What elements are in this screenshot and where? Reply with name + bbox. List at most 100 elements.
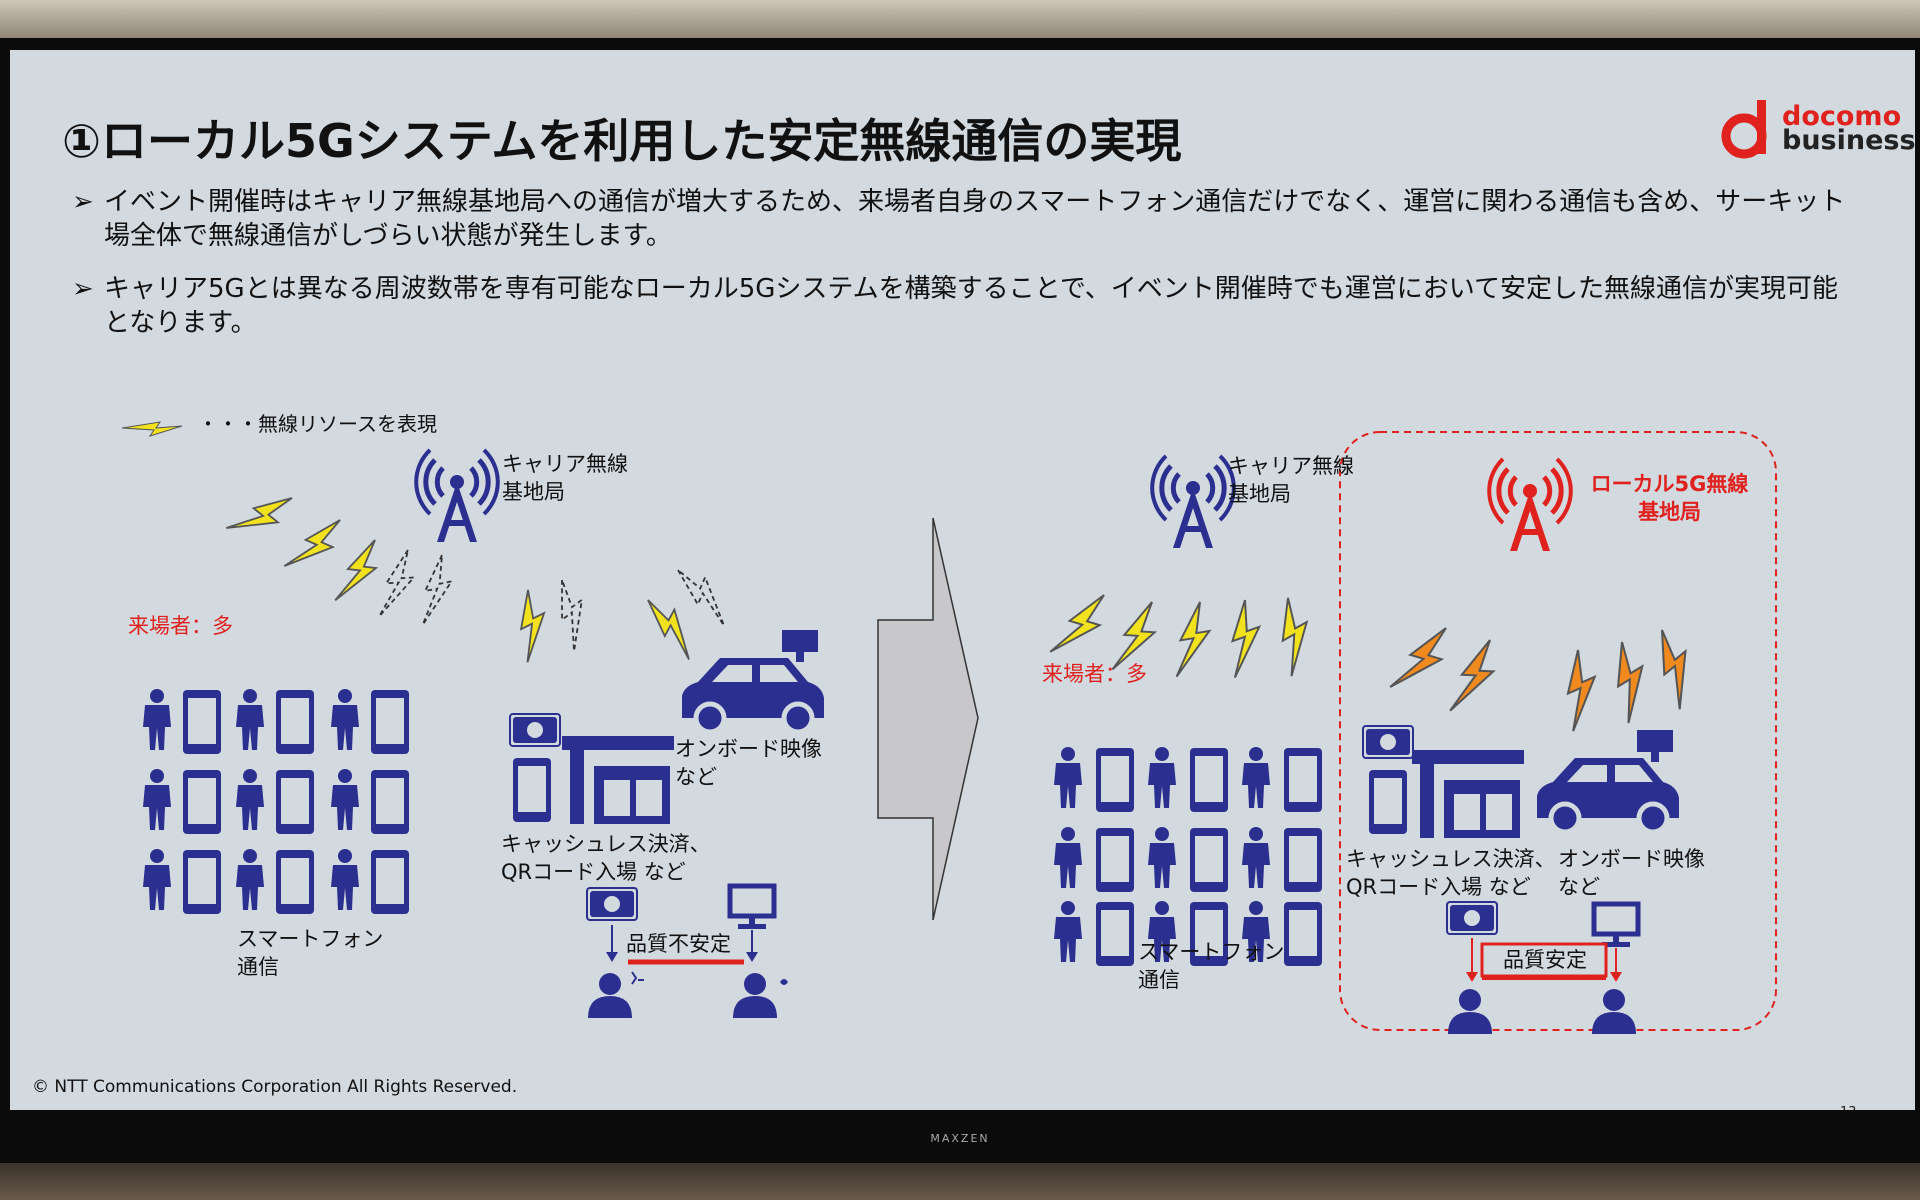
smartphone-icon bbox=[1096, 748, 1134, 812]
smartphone-icon bbox=[276, 770, 314, 834]
carrier-tower-icon bbox=[416, 450, 498, 542]
cash-icon bbox=[1446, 901, 1498, 935]
smartphone-icon bbox=[1369, 770, 1407, 834]
right-quality-label: 品質安定 bbox=[1503, 948, 1587, 972]
smartphone-icon bbox=[276, 690, 314, 754]
logo-line-1: docomo bbox=[1782, 101, 1902, 132]
right-onboard-label: オンボード映像 など bbox=[1558, 845, 1705, 901]
smartphone-icon bbox=[1284, 902, 1322, 966]
monitor-brand: MAXZEN bbox=[930, 1132, 990, 1145]
smartphone-icon bbox=[371, 770, 409, 834]
user-icon bbox=[1448, 989, 1492, 1034]
person-icon bbox=[236, 689, 264, 750]
local-5g-tower-icon bbox=[1487, 457, 1573, 551]
legend-label: ・・・無線リソースを表現 bbox=[198, 412, 437, 436]
user-icon bbox=[733, 973, 777, 1018]
local-5g-boundary bbox=[1339, 431, 1777, 1031]
right-visitors-label: 来場者：多 bbox=[1042, 662, 1147, 686]
cash-icon bbox=[586, 887, 638, 921]
label-line: 基地局 bbox=[1638, 500, 1701, 524]
label-line: 通信 bbox=[237, 955, 279, 979]
car-camera-icon bbox=[682, 630, 824, 732]
label-line: オンボード映像 bbox=[1558, 847, 1705, 871]
person-icon bbox=[236, 769, 264, 830]
left-carrier-tower-label: キャリア無線 基地局 bbox=[502, 450, 628, 506]
label-line: 基地局 bbox=[502, 480, 565, 504]
left-visitors-label: 来場者：多 bbox=[128, 614, 233, 638]
diagram-graphics bbox=[121, 421, 1777, 1034]
smartphone-icon bbox=[183, 850, 221, 914]
monitor-icon bbox=[730, 886, 774, 929]
legend-lightning-icon bbox=[121, 421, 183, 437]
label-line: スマートフォン bbox=[1138, 940, 1285, 964]
right-cashless-label: キャッシュレス決済、 QRコード入場 など bbox=[1346, 845, 1556, 901]
smartphone-icon bbox=[1190, 828, 1228, 892]
right-local-5g-tower-label: ローカル5G無線 基地局 bbox=[1577, 470, 1762, 526]
person-icon bbox=[1242, 827, 1270, 888]
label-line: キャリア無線 bbox=[502, 452, 628, 476]
label-line: など bbox=[1558, 875, 1600, 899]
logo-text: docomo business bbox=[1782, 101, 1915, 154]
person-icon bbox=[143, 849, 171, 910]
person-icon bbox=[331, 689, 359, 750]
right-orange-lightning-group bbox=[1389, 616, 1710, 733]
slide-title: ①ローカル5Gシステムを利用した安定無線通信の実現 bbox=[62, 114, 1182, 168]
bullet-text: キャリア5Gとは異なる周波数帯を専有可能なローカル5Gシステムを構築することで、… bbox=[104, 274, 1839, 338]
left-onboard-label: オンボード映像 など bbox=[675, 735, 822, 791]
wall-background bbox=[0, 0, 1920, 40]
person-icon bbox=[1242, 747, 1270, 808]
user-icon bbox=[1592, 989, 1636, 1034]
transition-arrow bbox=[877, 517, 979, 921]
smartphone-icon bbox=[1284, 828, 1322, 892]
smartphone-icon bbox=[513, 758, 551, 822]
left-quality-label: 品質不安定 bbox=[626, 932, 731, 956]
person-icon bbox=[331, 769, 359, 830]
label-line: 通信 bbox=[1138, 968, 1180, 992]
label-line: オンボード映像 bbox=[675, 737, 822, 761]
user-icon bbox=[588, 973, 632, 1018]
label-line: など bbox=[675, 765, 717, 789]
smartphone-icon bbox=[1096, 828, 1134, 892]
person-icon bbox=[331, 849, 359, 910]
bullet-2: ➢ キャリア5Gとは異なる周波数帯を専有可能なローカル5Gシステムを構築すること… bbox=[72, 272, 1852, 340]
label-line: QRコード入場 など bbox=[1346, 875, 1531, 899]
bullet-marker: ➢ bbox=[72, 187, 94, 217]
label-line: 基地局 bbox=[1228, 482, 1291, 506]
quality-stable-box bbox=[1480, 942, 1608, 978]
page-number: 13 bbox=[1840, 1105, 1857, 1110]
left-crowd-grid bbox=[143, 689, 409, 914]
label-line: キャッシュレス決済、 bbox=[1346, 847, 1556, 871]
label-line: キャリア無線 bbox=[1228, 454, 1354, 478]
label-line: キャッシュレス決済、 bbox=[501, 832, 711, 856]
person-icon bbox=[1054, 901, 1082, 962]
smartphone-icon bbox=[371, 690, 409, 754]
right-smartphone-label: スマートフォン 通信 bbox=[1138, 938, 1284, 994]
person-icon bbox=[1148, 827, 1176, 888]
carrier-tower-icon bbox=[1152, 456, 1234, 548]
monitor-icon bbox=[1594, 904, 1638, 947]
table-surface bbox=[0, 1163, 1920, 1200]
bullet-marker: ➢ bbox=[72, 274, 94, 304]
left-cashless-label: キャッシュレス決済、 QRコード入場 など bbox=[501, 830, 711, 886]
label-line: スマートフォン bbox=[237, 927, 384, 951]
smartphone-icon bbox=[183, 770, 221, 834]
left-smartphone-label: スマートフォン 通信 bbox=[237, 925, 383, 981]
presentation-slide: ①ローカル5Gシステムを利用した安定無線通信の実現 docomo busines… bbox=[10, 50, 1915, 1110]
person-icon bbox=[143, 769, 171, 830]
person-icon bbox=[236, 849, 264, 910]
person-icon bbox=[1054, 747, 1082, 808]
docomo-logo-icon bbox=[1721, 100, 1767, 159]
smartphone-icon bbox=[371, 850, 409, 914]
copyright-text: © NTT Communications Corporation All Rig… bbox=[32, 1077, 518, 1097]
label-line: QRコード入場 など bbox=[501, 860, 686, 884]
smartphone-icon bbox=[276, 850, 314, 914]
smartphone-icon bbox=[1190, 748, 1228, 812]
smartphone-icon bbox=[183, 690, 221, 754]
person-icon bbox=[1054, 827, 1082, 888]
cash-icon bbox=[509, 713, 561, 747]
smartphone-icon bbox=[1284, 748, 1322, 812]
smartphone-icon bbox=[1096, 902, 1134, 966]
cash-icon bbox=[1362, 725, 1414, 759]
car-camera-icon bbox=[1537, 730, 1679, 832]
